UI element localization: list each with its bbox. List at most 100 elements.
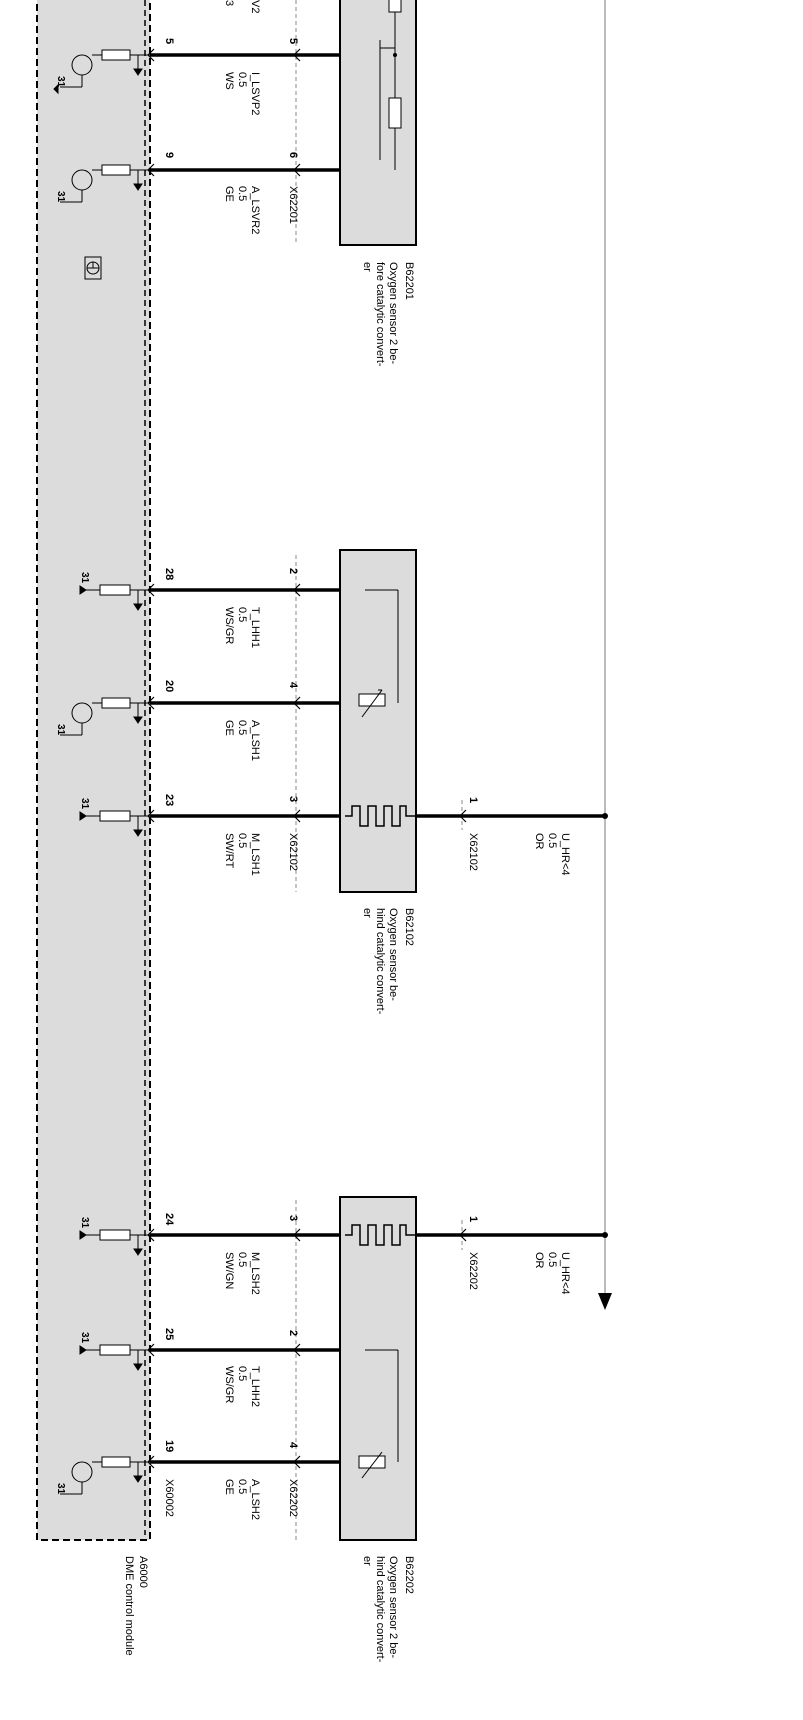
heater-wires xyxy=(416,814,605,1237)
svg-text:28: 28 xyxy=(163,568,175,580)
svg-text:0.5: 0.5 xyxy=(236,1252,248,1267)
svg-text:3: 3 xyxy=(287,1215,299,1221)
wire-labels: I_LSVP2 0.5 WS A_LSVR2 0.5 GE X62201 V2 … xyxy=(163,0,571,1520)
svg-text:I_LSVP2: I_LSVP2 xyxy=(249,72,261,115)
svg-text:2: 2 xyxy=(287,1330,299,1336)
svg-text:31: 31 xyxy=(55,191,66,203)
svg-text:6: 6 xyxy=(287,152,299,158)
svg-text:WS/GR: WS/GR xyxy=(223,607,235,644)
svg-text:0.5: 0.5 xyxy=(236,186,248,201)
svg-text:19: 19 xyxy=(163,1440,175,1452)
svg-text:31: 31 xyxy=(55,76,66,88)
svg-text:X62202: X62202 xyxy=(467,1252,479,1290)
transistor-stage-icon xyxy=(60,697,150,736)
svg-text:X62102: X62102 xyxy=(467,833,479,871)
svg-text:0.5: 0.5 xyxy=(236,833,248,848)
transistor-stage-icon xyxy=(60,164,150,203)
svg-text:0.5: 0.5 xyxy=(236,1479,248,1494)
resistor-stage-icon xyxy=(79,810,150,837)
svg-text:X60002: X60002 xyxy=(163,1479,175,1517)
device-symbol-icon xyxy=(84,256,102,280)
svg-text:GE: GE xyxy=(223,186,235,202)
svg-text:OR: OR xyxy=(533,1252,545,1269)
heater-supply-bus xyxy=(598,0,612,1310)
svg-text:31: 31 xyxy=(79,572,90,584)
svg-text:4: 4 xyxy=(287,1442,299,1449)
sensor-b62202-box xyxy=(339,1196,417,1541)
svg-text:A_LSH2: A_LSH2 xyxy=(249,1479,261,1520)
svg-text:T_LHH1: T_LHH1 xyxy=(249,607,261,648)
svg-text:hind catalytic convert-: hind catalytic convert- xyxy=(374,1556,386,1663)
transistor-stage-icon xyxy=(53,49,150,95)
svg-text:GE: GE xyxy=(223,1479,235,1495)
svg-text:OR: OR xyxy=(533,833,545,850)
svg-text:SW/RT: SW/RT xyxy=(223,833,235,869)
svg-text:0.5: 0.5 xyxy=(236,607,248,622)
svg-text:31: 31 xyxy=(55,724,66,736)
svg-text:X62201: X62201 xyxy=(287,186,299,224)
sensor-b62201-box xyxy=(339,0,417,246)
svg-text:31: 31 xyxy=(55,1483,66,1495)
sensor-pin-numbers: 5 6 2 4 3 3 2 4 1 1 xyxy=(287,38,479,1449)
svg-text:Oxygen sensor be-: Oxygen sensor be- xyxy=(387,908,399,1001)
arrow-down-icon xyxy=(598,1293,612,1310)
svg-text:3: 3 xyxy=(287,796,299,802)
svg-text:0.5: 0.5 xyxy=(236,72,248,87)
resistor-stage-icon xyxy=(79,1229,150,1256)
svg-text:er: er xyxy=(361,1556,373,1566)
svg-text:WS/GR: WS/GR xyxy=(223,1366,235,1403)
svg-text:A6000: A6000 xyxy=(137,1556,149,1588)
svg-text:31: 31 xyxy=(79,1332,90,1344)
svg-text:U_HR<4: U_HR<4 xyxy=(559,833,571,876)
ground-labels: 31 31 31 31 31 31 31 31 xyxy=(55,76,90,1495)
svg-text:0.5: 0.5 xyxy=(236,1366,248,1381)
svg-text:5: 5 xyxy=(163,38,175,44)
svg-text:5: 5 xyxy=(287,38,299,44)
dme-pin-numbers: 5 9 28 20 23 24 25 19 xyxy=(163,38,175,1452)
resistor-stage-icon xyxy=(79,1344,150,1371)
svg-text:24: 24 xyxy=(163,1213,175,1226)
sensor-b62102-box xyxy=(339,549,417,893)
svg-text:A_LSH1: A_LSH1 xyxy=(249,720,261,761)
connector-pins xyxy=(147,48,467,1469)
svg-text:0.5: 0.5 xyxy=(546,1252,558,1267)
svg-text:3: 3 xyxy=(223,0,235,6)
transistor-stage-icon xyxy=(60,1456,150,1495)
svg-text:M_LSH2: M_LSH2 xyxy=(249,1252,261,1295)
svg-text:Oxygen sensor 2 be-: Oxygen sensor 2 be- xyxy=(387,262,399,364)
resistor-stage-icon xyxy=(79,584,150,611)
svg-text:DME control module: DME control module xyxy=(123,1556,135,1656)
svg-text:Oxygen sensor 2 be-: Oxygen sensor 2 be- xyxy=(387,1556,399,1658)
svg-text:fore catalytic convert-: fore catalytic convert- xyxy=(374,262,386,367)
svg-text:B62201: B62201 xyxy=(403,262,415,300)
dme-control-module xyxy=(36,0,151,1541)
svg-text:A_LSVR2: A_LSVR2 xyxy=(249,186,261,234)
svg-text:1: 1 xyxy=(467,797,479,803)
svg-text:hind catalytic convert-: hind catalytic convert- xyxy=(374,908,386,1015)
svg-text:X62202: X62202 xyxy=(287,1479,299,1517)
svg-text:er: er xyxy=(361,262,373,272)
svg-text:31: 31 xyxy=(79,1217,90,1229)
svg-text:25: 25 xyxy=(163,1328,175,1340)
svg-text:20: 20 xyxy=(163,680,175,692)
svg-text:M_LSH1: M_LSH1 xyxy=(249,833,261,876)
svg-text:B62202: B62202 xyxy=(403,1556,415,1594)
dme-internal-circuits xyxy=(53,49,150,1495)
svg-text:SW/GN: SW/GN xyxy=(223,1252,235,1289)
svg-text:GE: GE xyxy=(223,720,235,736)
svg-text:WS: WS xyxy=(223,72,235,90)
svg-text:23: 23 xyxy=(163,794,175,806)
svg-text:2: 2 xyxy=(287,568,299,574)
svg-text:1: 1 xyxy=(467,1216,479,1222)
svg-text:X62102: X62102 xyxy=(287,833,299,871)
svg-text:er: er xyxy=(361,908,373,918)
svg-text:T_LHH2: T_LHH2 xyxy=(249,1366,261,1407)
svg-text:4: 4 xyxy=(287,682,299,689)
component-titles: B62201 Oxygen sensor 2 be- fore catalyti… xyxy=(123,262,415,1663)
svg-text:B62102: B62102 xyxy=(403,908,415,946)
svg-text:9: 9 xyxy=(163,152,175,158)
svg-text:0.5: 0.5 xyxy=(546,833,558,848)
svg-text:U_HR<4: U_HR<4 xyxy=(559,1252,571,1295)
svg-text:0.5: 0.5 xyxy=(236,720,248,735)
